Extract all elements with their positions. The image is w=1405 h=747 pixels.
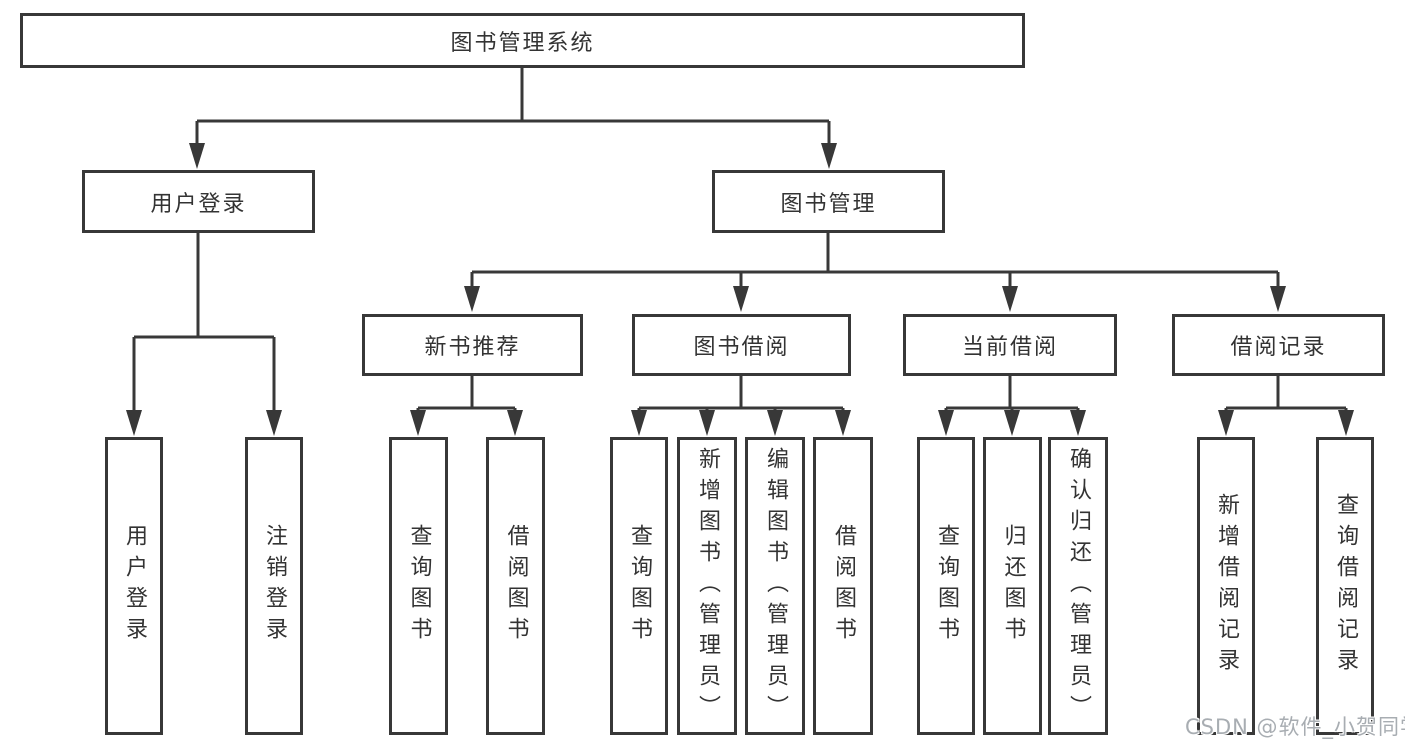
leaf-query-books-newbook: 查询图书 bbox=[389, 437, 448, 735]
node-book-management-module: 图书管理 bbox=[712, 170, 945, 233]
leaf-edit-books-admin: 编辑图书（管理员） bbox=[745, 437, 805, 735]
node-book-borrowing: 图书借阅 bbox=[632, 314, 851, 376]
leaf-query-books-borrowing: 查询图书 bbox=[610, 437, 668, 735]
leaf-return-books: 归还图书 bbox=[983, 437, 1042, 735]
arrowheads bbox=[126, 143, 1354, 436]
leaf-borrow-books-borrowing: 借阅图书 bbox=[813, 437, 873, 735]
leaf-add-books-admin: 新增图书（管理员） bbox=[677, 437, 737, 735]
node-user-login-module: 用户登录 bbox=[82, 170, 315, 233]
csdn-watermark: CSDN @软件_小贺同学 bbox=[1185, 715, 1405, 739]
node-current-borrowing: 当前借阅 bbox=[903, 314, 1117, 376]
leaf-user-login: 用户登录 bbox=[105, 437, 163, 735]
leaf-logout-login: 注销登录 bbox=[245, 437, 303, 735]
leaf-borrow-books-newbook: 借阅图书 bbox=[486, 437, 545, 735]
leaf-query-books-current: 查询图书 bbox=[917, 437, 975, 735]
node-library-management-system: 图书管理系统 bbox=[20, 13, 1025, 68]
node-new-book-recommendation: 新书推荐 bbox=[362, 314, 583, 376]
leaf-confirm-return-admin: 确认归还（管理员） bbox=[1048, 437, 1108, 735]
node-borrowing-records: 借阅记录 bbox=[1172, 314, 1385, 376]
leaf-query-borrow-record: 查询借阅记录 bbox=[1316, 437, 1374, 735]
leaf-add-borrow-record: 新增借阅记录 bbox=[1197, 437, 1255, 735]
